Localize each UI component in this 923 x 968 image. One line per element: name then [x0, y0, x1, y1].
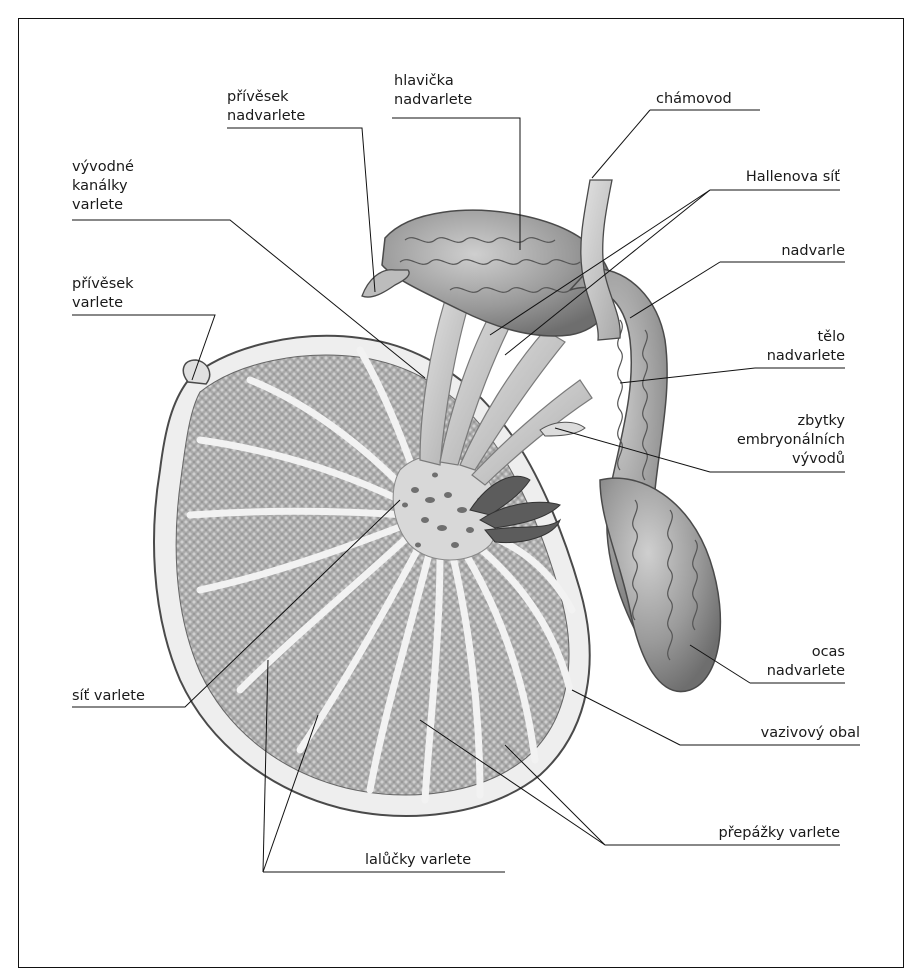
label-lalucky-varlete: lalůčky varlete	[365, 851, 471, 870]
label-zbytky-embryonalnich-vyvodu: zbytky embryonálních vývodů	[705, 412, 845, 469]
label-chamovod: chámovod	[656, 90, 732, 109]
label-telo-nadvarlete: tělo nadvarlete	[745, 328, 845, 366]
appendix-testis	[183, 360, 209, 384]
label-vyvodne-kanalky-varlete: vývodné kanálky varlete	[72, 158, 134, 215]
label-privesek-nadvarlete: přívěsek nadvarlete	[227, 88, 305, 126]
label-hallenova-sit: Hallenova síť	[700, 168, 840, 187]
label-prepazky-varlete: přepážky varlete	[680, 824, 840, 843]
label-privesek-varlete: přívěsek varlete	[72, 275, 134, 313]
label-vazivovy-obal: vazivový obal	[700, 724, 860, 743]
label-nadvarle: nadvarle	[745, 242, 845, 261]
label-ocas-nadvarlete: ocas nadvarlete	[745, 643, 845, 681]
appendix-epididymis	[362, 270, 409, 297]
label-hlavicka-nadvarlete: hlavička nadvarlete	[394, 72, 472, 110]
epididymis-head	[382, 210, 613, 336]
testis	[154, 336, 590, 816]
label-sit-varlete: síť varlete	[72, 687, 145, 706]
